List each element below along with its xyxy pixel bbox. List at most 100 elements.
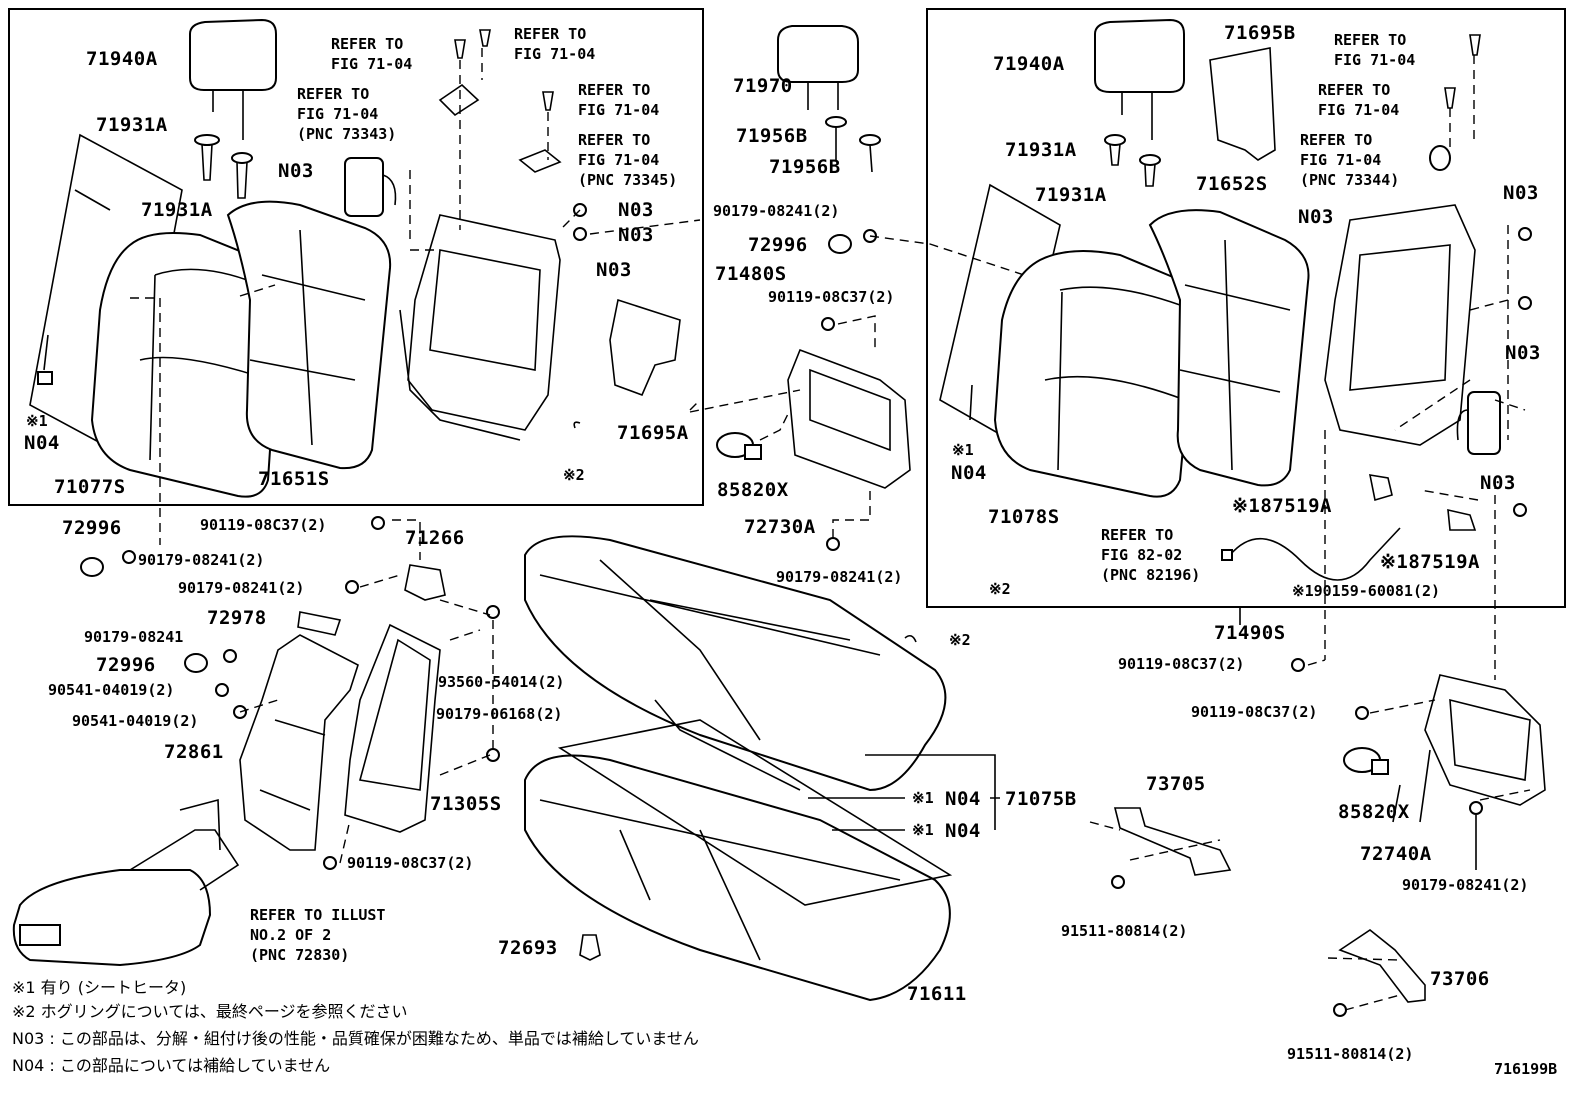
- armrest-housing-icon: [239, 634, 359, 851]
- bracket-right-icon: [1368, 474, 1477, 531]
- hinge-lower-icon: [404, 564, 446, 601]
- label-n03-right-c: N03: [1505, 342, 1541, 364]
- label-support-center-a: 71956B: [736, 125, 808, 147]
- label-cover-right: 71078S: [988, 506, 1060, 528]
- hinge-lower-right-icon: [1424, 674, 1546, 806]
- label-nut-center-b: 90179-08241(2): [776, 568, 903, 586]
- label-support-center-b: 71956B: [769, 156, 841, 178]
- label-bolt-lr-b: 90119-08C37(2): [1191, 703, 1318, 721]
- label-clip-lower: 93560-54014(2): [438, 673, 565, 691]
- label-n03-left-d: N03: [596, 259, 632, 281]
- label-ref-right-1: REFER TO FIG 71-04: [1334, 31, 1416, 69]
- label-ref-lower: REFER TO ILLUST NO.2 OF 2 (PNC 72830): [250, 906, 386, 964]
- label-mark1-cushion-b: ※1: [912, 821, 934, 839]
- label-ref-left-4: REFER TO FIG 71-04: [578, 81, 660, 119]
- legend-line-4: N04 : この部品については補給していません: [12, 1056, 331, 1075]
- seatback-frame-right-icon: [1324, 204, 1476, 446]
- label-bolt-lr-d: 91511-80814(2): [1287, 1045, 1414, 1063]
- bracket-73705-icon: [1113, 807, 1232, 876]
- label-ref-left-5: REFER TO FIG 71-04 (PNC 73345): [578, 131, 678, 189]
- guide-left-icon: [194, 134, 253, 199]
- hog-ring-icon: [904, 634, 917, 643]
- heater-mat-icon: [557, 699, 953, 906]
- armrest-lid-icon: [12, 798, 240, 967]
- label-n03-left-a: N03: [278, 160, 314, 182]
- bolts-left-icon: [438, 29, 587, 241]
- support-center-icon: [825, 116, 881, 173]
- legend-line-2: ※2 ホグリングについては、最終ページを参照ください: [12, 1002, 408, 1021]
- label-ref-left-3: REFER TO FIG 71-04 (PNC 73343): [297, 85, 397, 143]
- label-n04-left: N04: [24, 432, 60, 454]
- label-nut-a: 90179-08241(2): [138, 551, 265, 569]
- seatback-frame-left-icon: [399, 214, 561, 441]
- legend-line-1: ※1 有り (シートヒータ): [12, 978, 187, 997]
- label-stopper-b: 72996: [96, 654, 156, 676]
- label-bracket-right-a: ※187519A: [1232, 495, 1332, 517]
- label-guide-right-a: 71931A: [1005, 139, 1077, 161]
- label-mark1-left: ※1: [26, 412, 48, 430]
- right-group-frame: [926, 8, 1566, 608]
- label-hinge-center: 72730A: [744, 516, 816, 538]
- label-mark1-right: ※1: [952, 441, 974, 459]
- label-ref-left-2: REFER TO FIG 71-04: [514, 25, 596, 63]
- label-board-right: 71695B: [1224, 22, 1296, 44]
- clip-icon: [579, 934, 601, 961]
- label-stopper-a: 72996: [62, 517, 122, 539]
- label-nut-center-a: 90179-08241(2): [713, 202, 840, 220]
- label-cover-left: 71077S: [54, 476, 126, 498]
- label-frame-left: 71480S: [715, 263, 787, 285]
- label-nut-c: 90179-08241: [84, 628, 184, 646]
- label-mark2-right: ※2: [989, 580, 1011, 598]
- label-pad-left: 71651S: [258, 468, 330, 490]
- board-right-icon: [1209, 47, 1276, 161]
- label-guide-right-b: 71931A: [1035, 184, 1107, 206]
- label-bolt-b: 90119-08C37(2): [347, 854, 474, 872]
- label-clip-cushion: 72693: [498, 937, 558, 959]
- label-cushion-cover: 71075B: [1005, 788, 1077, 810]
- label-armrest: 72861: [164, 741, 224, 763]
- label-bolt-lr-c: 91511-80814(2): [1061, 922, 1188, 940]
- label-cushion-pad: 71611: [907, 983, 967, 1005]
- label-n03-left-b: N03: [618, 199, 654, 221]
- label-bolt-center-a: 90119-08C37(2): [768, 288, 895, 306]
- label-armrest-frame: 71305S: [430, 793, 502, 815]
- label-actuator-center: 85820X: [717, 479, 789, 501]
- heater-unit-left-icon: [344, 157, 397, 217]
- label-headrest-center: 71970: [733, 75, 793, 97]
- headrest-center-icon: [777, 25, 859, 110]
- label-n04-cushion-b: N04: [945, 820, 981, 842]
- cushion-pad-icon: [524, 754, 951, 1002]
- label-bolt-a: 90119-08C37(2): [200, 516, 327, 534]
- seatback-pad-left-icon: [226, 200, 392, 470]
- seatback-pad-right-icon: [1148, 209, 1310, 487]
- label-n03-right-a: N03: [1503, 182, 1539, 204]
- label-mark2-left: ※2: [563, 466, 585, 484]
- label-bracket-right-b: ※187519A: [1380, 551, 1480, 573]
- cushion-cover-icon: [524, 535, 947, 792]
- heater-unit-right-icon: [1456, 391, 1501, 455]
- stopper-center-icon: [828, 234, 852, 254]
- label-screw-a: 90541-04019(2): [48, 681, 175, 699]
- label-hinge-lower: 71266: [405, 527, 465, 549]
- label-stopper-center: 72996: [748, 234, 808, 256]
- hinge-center-icon: [787, 348, 911, 489]
- label-ref-right-4: REFER TO FIG 82-02 (PNC 82196): [1101, 526, 1201, 584]
- plate-icon: [297, 611, 342, 636]
- label-headrest-right: 71940A: [993, 53, 1065, 75]
- left-group-frame: [8, 8, 704, 506]
- headrest-right-icon: [1094, 18, 1185, 140]
- nut-center-b-icon: [826, 537, 840, 551]
- actuator-lower-right-icon: [1343, 747, 1389, 775]
- label-frame-right: 71490S: [1214, 622, 1286, 644]
- harness-right-icon: [1221, 527, 1401, 581]
- headrest-left-icon: [189, 18, 277, 140]
- label-n04-cushion-a: N04: [945, 788, 981, 810]
- label-bracket-73705: 73705: [1146, 773, 1206, 795]
- label-nut-d: 90179-06168(2): [436, 705, 563, 723]
- label-bolt-lr-a: 90119-08C37(2): [1118, 655, 1245, 673]
- label-hinge-lr: 72740A: [1360, 843, 1432, 865]
- label-board-left: 71695A: [617, 422, 689, 444]
- seatback-cover-left-icon: [90, 232, 282, 498]
- legend-line-3: N03 : この部品は、分解・組付け後の性能・品質確保が困難なため、単品では補給…: [12, 1029, 699, 1048]
- label-n03-right-b: N03: [1298, 206, 1334, 228]
